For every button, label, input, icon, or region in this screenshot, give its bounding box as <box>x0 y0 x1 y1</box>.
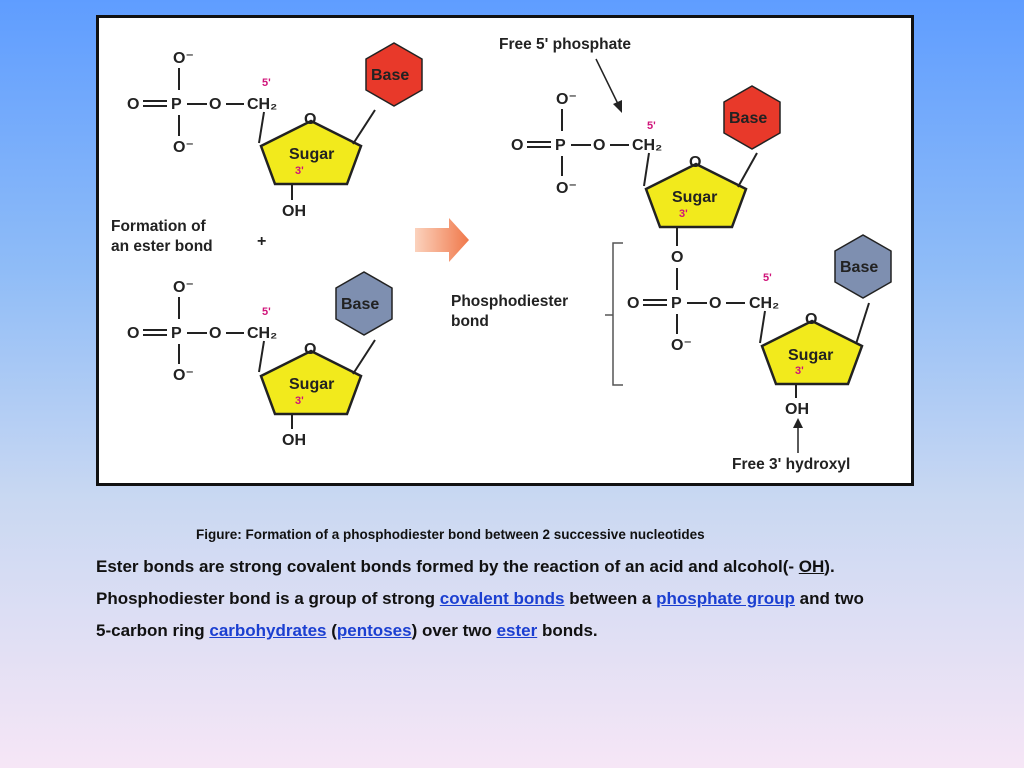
atom-o-bottom: O⁻ <box>173 139 194 156</box>
top-nucleotide: O⁻ O P O CH₂ O⁻ 5' O Sugar 3' OH Base <box>127 42 423 220</box>
atom-o-right: O <box>709 295 721 312</box>
sugar-ring <box>644 162 748 229</box>
link-covalent-bonds[interactable]: covalent bonds <box>439 589 565 608</box>
link-carbohydrates[interactable]: carbohydrates <box>209 621 327 640</box>
sugar-label: Sugar <box>788 347 833 364</box>
reaction-arrow-icon <box>415 218 469 262</box>
base-hexagon-blue <box>834 234 892 299</box>
base-hexagon-red <box>365 42 423 107</box>
atom-p: P <box>671 295 682 312</box>
sugar-label: Sugar <box>289 146 334 163</box>
text-span: Ester bonds are strong covalent bonds fo… <box>96 557 799 576</box>
base-label: Base <box>371 67 409 84</box>
paragraph-line-1: Ester bonds are strong covalent bonds fo… <box>96 551 996 583</box>
text-span: ) over two <box>411 621 497 640</box>
link-ester[interactable]: ester <box>496 621 538 640</box>
text-span: bonds. <box>537 621 598 640</box>
atom-o-bottom: O⁻ <box>671 337 692 354</box>
product-bottom-nucleotide: 5' O Sugar 3' OH Base <box>759 234 892 418</box>
product-top-nucleotide: O⁻ O P O CH₂ O⁻ 5' O Sugar 3' Base <box>511 85 781 246</box>
text-span: between a <box>564 589 657 608</box>
atom-o-right: O <box>593 137 605 154</box>
atom-p: P <box>555 137 566 154</box>
atom-o-left: O <box>127 96 139 113</box>
phosphodiester-label-line2: bond <box>451 313 489 330</box>
text-span: Phosphodiester bond is a group of strong <box>96 589 440 608</box>
text-span: ( <box>326 621 337 640</box>
atom-o-right: O <box>209 325 221 342</box>
base-hexagon-blue <box>335 271 393 336</box>
atom-o-top: O⁻ <box>556 91 577 108</box>
sugar-label: Sugar <box>672 189 717 206</box>
ch2-group: CH₂ <box>247 325 277 342</box>
ring-oxygen: O <box>805 311 817 328</box>
sugar-ring <box>259 349 363 416</box>
base-hexagon-red <box>723 85 781 150</box>
diagram-figure: O⁻ O P O CH₂ O⁻ 5' O Sugar 3' OH Base Fo… <box>96 15 914 486</box>
atom-o-left: O <box>511 137 523 154</box>
hydroxyl-oh: OH <box>282 432 306 449</box>
base-label: Base <box>341 296 379 313</box>
base-label: Base <box>840 259 878 276</box>
prime-3-label: 3' <box>295 165 304 177</box>
phosphodiester-label-line1: Phosphodiester <box>451 293 568 310</box>
oh-underlined: OH <box>798 557 825 576</box>
text-span: 5-carbon ring <box>96 621 210 640</box>
prime-5-label: 5' <box>647 120 656 132</box>
diagram-svg: O⁻ O P O CH₂ O⁻ 5' O Sugar 3' OH Base Fo… <box>111 36 892 473</box>
ring-oxygen: O <box>304 111 316 128</box>
body-paragraph: Ester bonds are strong covalent bonds fo… <box>96 551 996 647</box>
free-3-hydroxyl-label: Free 3' hydroxyl <box>732 456 850 473</box>
paragraph-line-2: Phosphodiester bond is a group of strong… <box>96 583 996 615</box>
plus-sign: + <box>257 233 266 250</box>
prime-5-label: 5' <box>262 77 271 89</box>
ch2-group: CH₂ <box>749 295 779 312</box>
hydroxyl-oh: OH <box>282 203 306 220</box>
ring-oxygen: O <box>304 341 316 358</box>
atom-o-left: O <box>627 295 639 312</box>
ch2-group: CH₂ <box>632 137 662 154</box>
atom-o-top: O⁻ <box>173 50 194 67</box>
prime-5-label: 5' <box>763 272 772 284</box>
sugar-label: Sugar <box>289 376 334 393</box>
phosphodiester-linkage: O O P O CH₂ O⁻ <box>605 242 779 386</box>
formation-label-line1: Formation of <box>111 218 207 235</box>
paragraph-line-3: 5-carbon ring carbohydrates (pentoses) o… <box>96 615 996 647</box>
atom-p: P <box>171 325 182 342</box>
phosphate-group: O⁻ O P O CH₂ O⁻ <box>127 50 277 156</box>
base-label: Base <box>729 110 767 127</box>
sugar-ring <box>760 319 864 386</box>
prime-3-label: 3' <box>795 365 804 377</box>
text-span: ). <box>824 557 835 576</box>
ch2-group: CH₂ <box>247 96 277 113</box>
atom-o-bottom: O⁻ <box>173 367 194 384</box>
prime-5-label: 5' <box>262 306 271 318</box>
ring-oxygen: O <box>689 154 701 171</box>
prime-3-label: 3' <box>295 395 304 407</box>
free-5-phosphate-label: Free 5' phosphate <box>499 36 631 53</box>
bracket <box>612 242 623 386</box>
prime-3-label: 3' <box>679 208 688 220</box>
formation-label-line2: an ester bond <box>111 238 213 255</box>
sugar-ring <box>259 119 363 186</box>
atom-o-top: O⁻ <box>173 279 194 296</box>
link-pentoses[interactable]: pentoses <box>336 621 412 640</box>
bridge-oxygen: O <box>671 249 683 266</box>
atom-o-right: O <box>209 96 221 113</box>
bottom-nucleotide: O⁻ O P O CH₂ O⁻ 5' O Sugar 3' OH Base <box>127 271 393 449</box>
hydroxyl-oh: OH <box>785 401 809 418</box>
atom-o-bottom: O⁻ <box>556 180 577 197</box>
link-phosphate-group[interactable]: phosphate group <box>656 589 795 608</box>
atom-p: P <box>171 96 182 113</box>
figure-caption: Figure: Formation of a phosphodiester bo… <box>196 527 705 542</box>
atom-o-left: O <box>127 325 139 342</box>
text-span: and two <box>794 589 864 608</box>
